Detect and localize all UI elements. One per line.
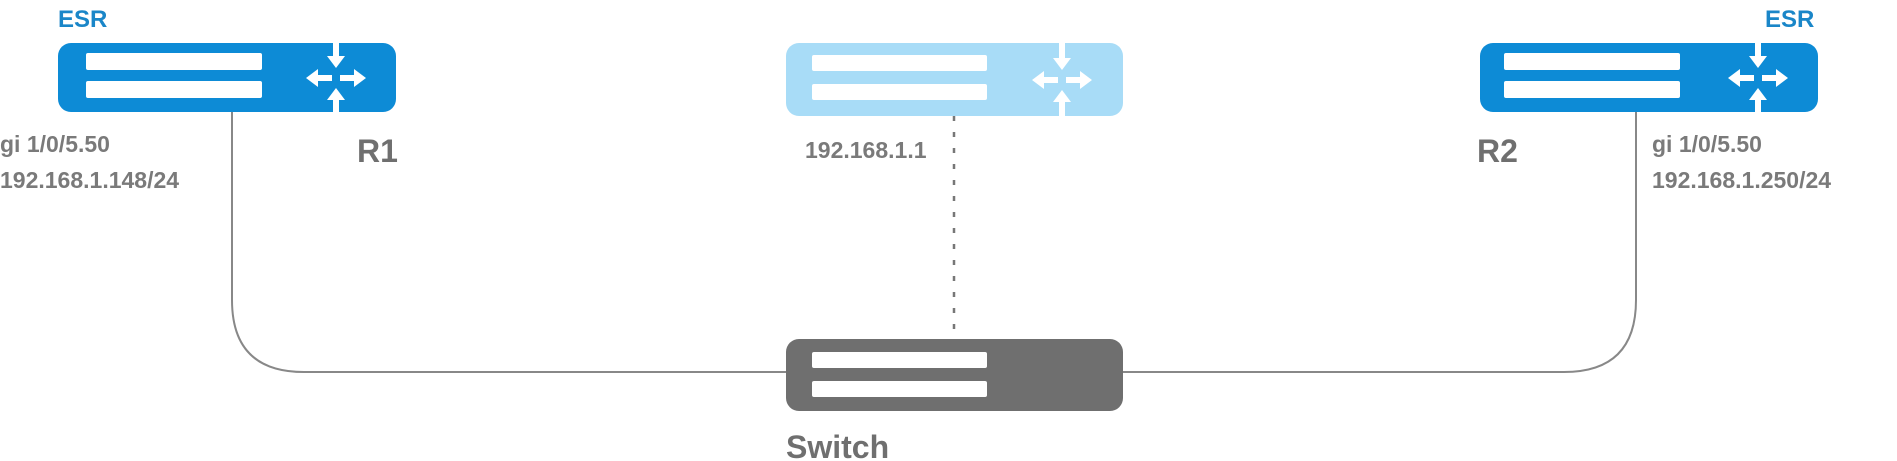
router-r2[interactable] [1480,38,1818,118]
router-r2-brand: ESR [1765,6,1814,33]
router-r2-slot-2 [1504,81,1680,98]
links [231,112,1637,373]
virtual-router-ip: 192.168.1.1 [805,137,927,163]
router-r1-name: R1 [357,133,398,169]
switch-device[interactable] [786,339,1123,411]
switch-name: Switch [786,429,889,461]
r1-switch-link [231,112,786,373]
router-r2-ip: 192.168.1.250/24 [1652,167,1831,193]
switch-slot-2 [812,381,987,397]
router-r1-slot-2 [86,81,262,98]
router-r2-interface: gi 1/0/5.50 [1652,131,1762,157]
router-virtual-slot-1 [812,55,987,71]
router-r2-slot-1 [1504,53,1680,70]
router-r1-ip: 192.168.1.148/24 [0,167,179,193]
r2-switch-link [1123,112,1637,373]
switch-body [786,339,1123,411]
switch-slot-1 [812,352,987,368]
labels: ESR ESR R1 R2 gi 1/0/5.50 192.168.1.148/… [0,6,1831,461]
router-r2-name: R2 [1477,133,1518,169]
router-virtual[interactable] [786,40,1123,120]
router-r1-brand: ESR [58,6,107,33]
router-r1-slot-1 [86,53,262,70]
router-r1[interactable] [58,38,396,118]
router-r1-interface: gi 1/0/5.50 [0,131,110,157]
router-virtual-slot-2 [812,84,987,100]
